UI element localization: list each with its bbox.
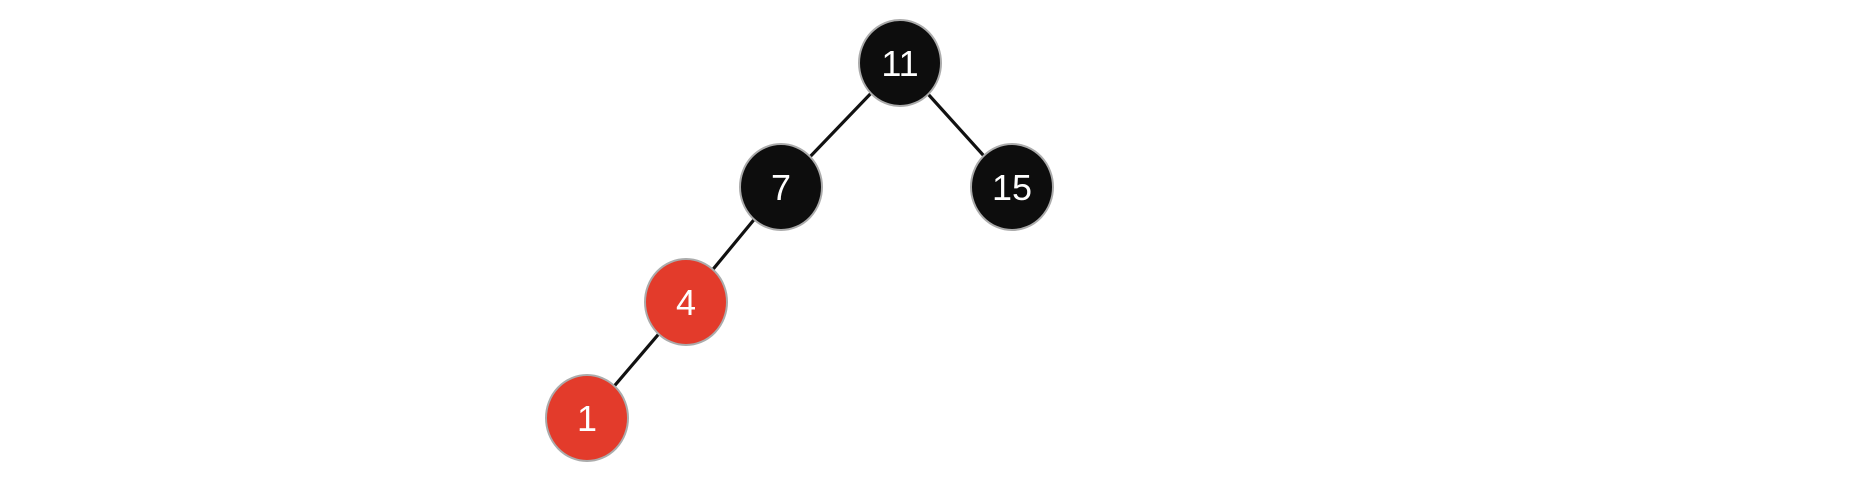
node-ellipse-15 — [970, 143, 1054, 231]
tree-node-15: 15 — [970, 143, 1054, 231]
node-ellipse-7 — [739, 143, 823, 231]
node-label-4: 4 — [676, 282, 696, 323]
tree-node-7: 7 — [739, 143, 823, 231]
node-ellipse-4 — [644, 258, 728, 346]
node-label-1: 1 — [577, 398, 597, 439]
node-label-15: 15 — [992, 167, 1032, 208]
node-label-11: 11 — [881, 43, 918, 84]
node-label-7: 7 — [771, 167, 791, 208]
node-ellipse-11 — [858, 19, 942, 107]
node-ellipse-1 — [545, 374, 629, 462]
tree-node-11: 11 — [858, 19, 942, 107]
tree-node-4: 4 — [644, 258, 728, 346]
tree-node-1: 1 — [545, 374, 629, 462]
